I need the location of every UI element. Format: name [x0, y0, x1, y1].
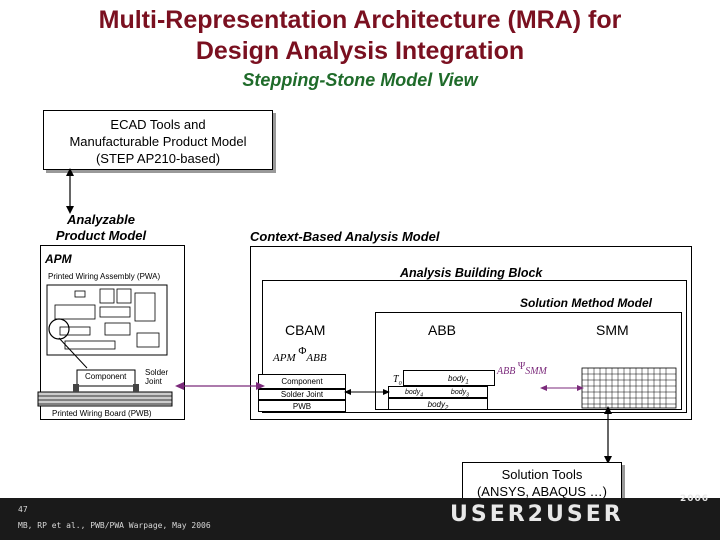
analyzable-line2: Product Model — [55, 228, 147, 243]
cbam-abb-arrow — [344, 389, 390, 395]
body1-sub: 1 — [465, 379, 469, 386]
component-label: Component — [85, 372, 127, 381]
t0-sub: 0 — [398, 381, 402, 387]
cbam-pwb-box: PWB — [258, 400, 346, 412]
ecad-apm-arrow — [66, 168, 74, 214]
analyzable-product-model-label: Analyzable Product Model — [46, 212, 156, 244]
abb-title-label: Analysis Building Block — [400, 266, 543, 280]
cbam-solder-box: Solder Joint — [258, 389, 346, 400]
smm-col-label: SMM — [596, 322, 629, 338]
apm-phi-abb: APM ΦABB — [273, 345, 327, 364]
cbam-col-label: CBAM — [285, 322, 326, 338]
ecad-box: ECAD Tools and Manufacturable Product Mo… — [43, 110, 273, 170]
page-title-line2: Design Analysis Integration — [195, 37, 525, 65]
solder-line2: Joint — [145, 377, 162, 386]
cbam-component-box: Component — [258, 374, 346, 389]
user2user-logo: USER2USER — [450, 502, 624, 527]
cbam-title-label: Context-Based Analysis Model — [250, 229, 440, 244]
pwa-label: Printed Wiring Assembly (PWA) — [48, 272, 161, 281]
page-title-line1: Multi-Representation Architecture (MRA) … — [98, 6, 622, 34]
ecad-line3: (STEP AP210-based) — [95, 151, 221, 166]
page-subtitle: Stepping-Stone Model View — [242, 70, 478, 90]
solution-tools-line1: Solution Tools — [501, 467, 583, 482]
body2-sub: 2 — [445, 405, 449, 412]
pwa-drawing — [46, 284, 168, 356]
body3-text: body — [450, 389, 467, 396]
footer-year: 2006 — [680, 494, 710, 504]
ecad-line2: Manufacturable Product Model — [69, 134, 247, 149]
body4-sub: 4 — [420, 392, 423, 399]
abb-body2-box: body2 — [388, 398, 488, 412]
analyzable-line1: Analyzable — [67, 212, 135, 227]
t0-label: T0 — [393, 374, 402, 387]
smm-frame-label: Solution Method Model — [520, 296, 652, 310]
abb-smm-arrow — [540, 385, 584, 391]
abb-col-label: ABB — [428, 322, 457, 338]
phi-apm: APM — [273, 352, 296, 364]
zoom-line — [58, 337, 88, 369]
smm-tools-arrow — [604, 406, 612, 464]
abb-psi-smm: ABB ΨSMM — [497, 361, 547, 377]
solution-tools-line2: (ANSYS, ABAQUS …) — [476, 484, 608, 499]
footer-citation: MB, RP et al., PWB/PWA Warpage, May 2006 — [18, 521, 211, 530]
solution-tools-box: Solution Tools (ANSYS, ABAQUS …) — [462, 462, 622, 502]
abb-body1-box: body1 — [403, 370, 495, 386]
abb-body4-box: body4 body3 — [388, 386, 488, 398]
body3-sub: 3 — [466, 392, 469, 399]
apm-label: APM — [45, 252, 72, 266]
solder-joint-label: Solder Joint — [145, 368, 168, 386]
footer-page-number: 47 — [18, 505, 28, 514]
psi-smm: SMM — [525, 366, 547, 377]
phi-symbol: Φ — [298, 345, 307, 357]
solder-line1: Solder — [145, 368, 169, 377]
pwb-label: Printed Wiring Board (PWB) — [52, 409, 152, 418]
body2-text: body — [427, 400, 445, 409]
body1-text: body — [448, 374, 466, 383]
t0-text: T — [393, 374, 399, 385]
psi-symbol: Ψ — [517, 361, 526, 372]
smm-mesh — [581, 367, 677, 409]
psi-abb: ABB — [497, 366, 516, 377]
footer-bar — [0, 498, 720, 540]
body4-text: body — [405, 389, 421, 396]
ecad-line1: ECAD Tools and — [110, 117, 206, 132]
phi-abb: ABB — [306, 352, 327, 364]
pwa-cross-section — [37, 369, 173, 407]
apm-cbam-arrow — [175, 382, 265, 390]
